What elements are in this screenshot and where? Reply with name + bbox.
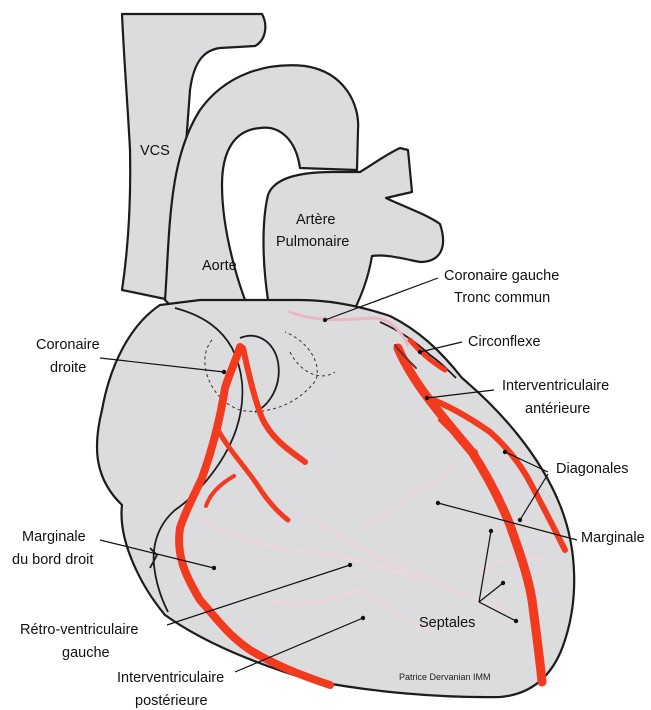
dot-ivp — [361, 616, 365, 620]
dot-iva — [425, 396, 429, 400]
dot-septales-1 — [489, 529, 493, 533]
label-coronaire-gauche-1: Coronaire gauche — [444, 268, 559, 284]
label-aorte: Aorte — [202, 258, 237, 274]
label-iva-1: Interventriculaire — [502, 378, 609, 394]
dot-coronaire-droite — [222, 370, 226, 374]
dot-diagonales-2 — [518, 518, 522, 522]
dot-septales-2 — [501, 581, 505, 585]
dot-retro — [348, 563, 352, 567]
label-coronaire-gauche-2: Tronc commun — [454, 290, 550, 306]
label-retro-2: gauche — [62, 645, 110, 661]
label-iva-2: antérieure — [525, 401, 590, 417]
label-vcs: VCS — [140, 143, 170, 159]
label-artere-pulmonaire-1: Artère — [296, 212, 336, 228]
dot-marginale — [436, 501, 440, 505]
label-ivp-2: postérieure — [135, 693, 208, 709]
dot-diagonales-1 — [503, 450, 507, 454]
label-retro-1: Rétro-ventriculaire — [20, 622, 138, 638]
label-ivp-1: Interventriculaire — [117, 670, 224, 686]
credit-text: Patrice Dervanian IMM — [399, 672, 491, 682]
dot-septales-3 — [514, 619, 518, 623]
label-marginale-bd-2: du bord droit — [12, 552, 93, 568]
label-artere-pulmonaire-2: Pulmonaire — [276, 234, 349, 250]
label-coronaire-droite-1: Coronaire — [36, 337, 100, 353]
label-coronaire-droite-2: droite — [50, 360, 86, 376]
label-circonflexe: Circonflexe — [468, 334, 541, 350]
dot-circonflexe — [418, 350, 422, 354]
dot-coronaire-gauche — [323, 318, 327, 322]
label-marginale-bd-1: Marginale — [22, 529, 86, 545]
dot-marginale-bd — [212, 566, 216, 570]
label-diagonales: Diagonales — [556, 461, 629, 477]
label-marginale: Marginale — [581, 530, 645, 546]
label-septales: Septales — [419, 615, 475, 631]
